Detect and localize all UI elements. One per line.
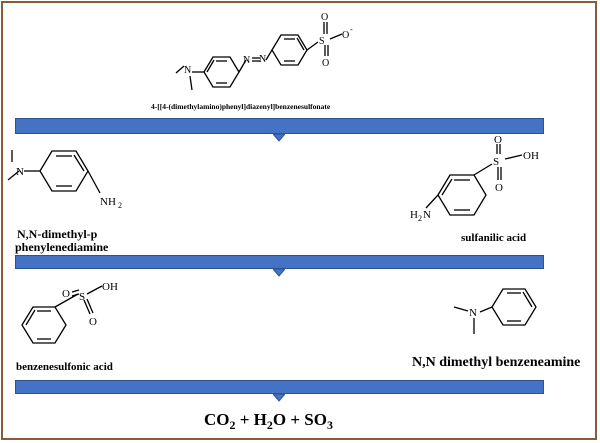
co2-text: CO: [204, 410, 230, 429]
reaction-arrow-bar-3: [15, 380, 544, 394]
mo-amine-n-label: N: [184, 65, 191, 76]
benzenesulfonic-oh-label: OH: [102, 281, 118, 293]
reaction-arrow-bar-2: [15, 255, 544, 269]
dmppd-name-line-1: N,N-dimethyl-p: [17, 227, 98, 241]
dmppd-name-line-2: phenylenediamine: [15, 240, 109, 254]
sulfanilic-oxygen-top-label: O: [494, 134, 502, 146]
h2o-subscript: 2: [266, 418, 273, 432]
dmppd-structure: N NH 2: [7, 150, 122, 210]
mo-negative-charge: -: [350, 25, 353, 34]
sulfanilic-h-label: H: [410, 209, 418, 221]
sulfanilic-oh-label: OH: [523, 150, 539, 162]
dmppd-amine-n-label: N: [16, 166, 24, 178]
final-products: CO2 + H2O + SO3: [204, 410, 333, 433]
co2-subscript: 2: [229, 418, 236, 432]
so3-text: SO: [304, 410, 327, 429]
sulfanilic-oxygen-bottom-label: O: [495, 182, 503, 194]
so3-subscript: 3: [326, 418, 333, 432]
dmppd-nh-subscript: 2: [118, 201, 122, 210]
benzenesulfonic-acid-name: benzenesulfonic acid: [16, 361, 113, 373]
h2o-h: H: [253, 410, 267, 429]
benzenesulfonic-acid-structure: S OH O O: [21, 281, 118, 344]
benzenesulfonic-sulfur-label: S: [79, 291, 85, 303]
plus-sign-2: +: [290, 410, 300, 429]
mo-azo-n1-label: N: [243, 55, 250, 66]
methyl-orange-name: 4-[[4-(dimethylamino)phenyl]diazenyl]ben…: [151, 102, 331, 111]
mo-sulfur-label: S: [319, 36, 325, 47]
h2o-o: O: [272, 410, 287, 429]
sulfanilic-sulfur-label: S: [493, 156, 499, 168]
mo-azo-n2-label: N: [259, 54, 266, 65]
mo-oxygen-bottom-label: O: [322, 58, 329, 69]
dimethylaniline-structure: N: [453, 288, 537, 334]
reaction-arrow-head-1: [273, 134, 285, 142]
sulfanilic-n-label: N: [423, 209, 431, 221]
reaction-arrow-head-3: [273, 394, 285, 402]
sulfanilic-acid-structure: S O OH O H 2 N: [410, 134, 539, 223]
mo-oxygen-top-label: O: [321, 12, 328, 23]
sulfanilic-h-subscript: 2: [418, 214, 422, 223]
dmppd-nh-label: NH: [100, 196, 116, 208]
sulfanilic-acid-name: sulfanilic acid: [461, 232, 527, 244]
mo-oxygen-minus-label: O: [342, 30, 349, 41]
benzenesulfonic-oxygen-left-label: O: [62, 288, 70, 300]
dimethylaniline-name: N,N dimethyl benzeneamine: [412, 355, 581, 370]
reaction-arrow-head-2: [273, 269, 285, 277]
plus-sign-1: +: [239, 410, 250, 429]
methyl-orange-structure: N N N S O O - O: [175, 12, 353, 91]
benzenesulfonic-oxygen-bottom-label: O: [89, 316, 97, 328]
dimethylaniline-n-label: N: [469, 307, 477, 319]
